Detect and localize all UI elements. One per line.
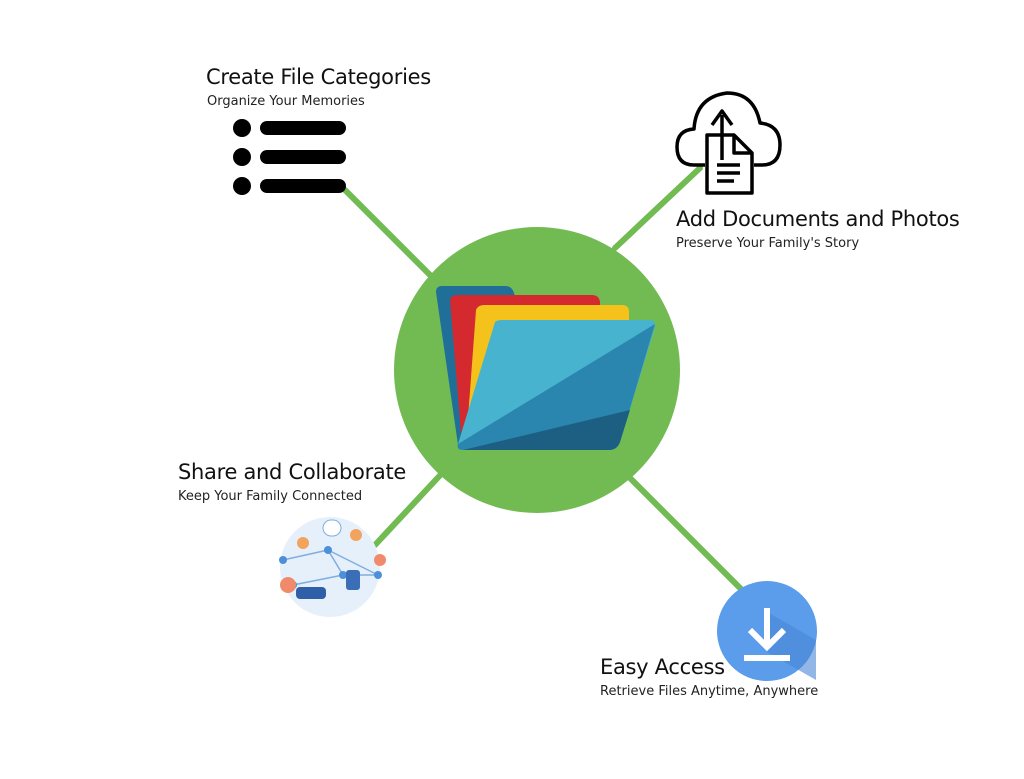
collaboration-globe-illustration	[279, 517, 386, 617]
connector-categories	[342, 187, 443, 288]
feature-categories-title: Create File Categories	[206, 65, 431, 89]
feature-share-subtitle: Keep Your Family Connected	[178, 489, 363, 504]
connector-documents	[612, 165, 703, 251]
feature-share-title: Share and Collaborate	[178, 460, 407, 484]
cloud-upload-document-icon	[675, 91, 782, 195]
feature-documents-title: Add Documents and Photos	[676, 207, 960, 231]
list-icon	[233, 119, 346, 195]
feature-access-subtitle: Retrieve Files Anytime, Anywhere	[600, 684, 819, 699]
feature-documents-subtitle: Preserve Your Family's Story	[676, 236, 860, 251]
connector-access	[627, 475, 745, 593]
feature-access-title: Easy Access	[600, 655, 725, 679]
folder-icon	[436, 286, 656, 450]
download-icon[interactable]	[716, 580, 820, 684]
feature-categories-subtitle: Organize Your Memories	[207, 94, 365, 109]
connector-share	[372, 467, 448, 548]
